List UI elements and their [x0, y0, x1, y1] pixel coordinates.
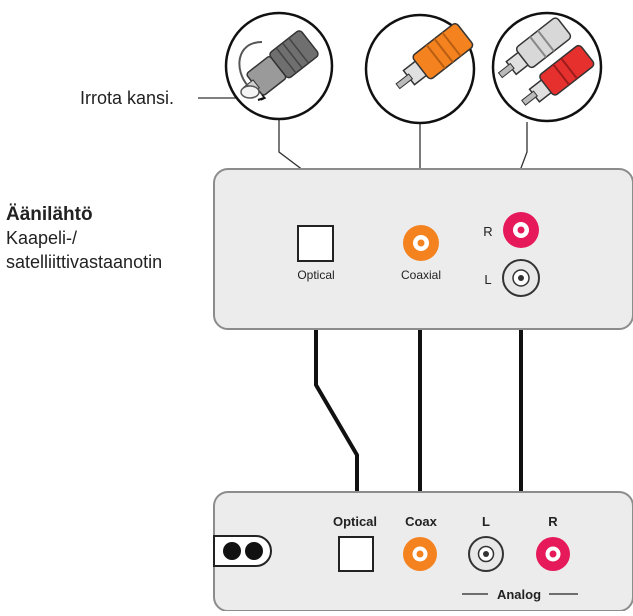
source-device-title: Äänilähtö — [6, 204, 93, 225]
target-optical-jack — [338, 536, 374, 572]
source-device-line2: satelliittivastaanotin — [6, 252, 163, 272]
analog-plug-magnifier — [491, 11, 603, 123]
target-coax-jack — [403, 537, 437, 571]
source-analog-right-jack — [503, 212, 539, 248]
optical-plug-magnifier — [224, 11, 334, 121]
source-optical-label: Optical — [297, 268, 334, 282]
target-analog-left-jack — [468, 536, 504, 572]
cap-instruction-text: Irrota kansi. — [80, 88, 175, 108]
optical-cable — [314, 287, 359, 513]
source-coaxial-jack — [403, 225, 439, 261]
source-device-line1: Kaapeli-/ — [6, 228, 78, 248]
target-optical-label: Optical — [333, 514, 377, 529]
target-coax-label: Coax — [405, 514, 438, 529]
target-right-label: R — [548, 514, 558, 529]
dual-jack-connector — [213, 535, 272, 567]
source-optical-jack — [297, 225, 334, 262]
source-right-label: R — [483, 224, 492, 239]
coax-plug-magnifier — [364, 13, 476, 125]
target-analog-right-jack — [536, 537, 570, 571]
analog-group-label: Analog — [497, 587, 541, 602]
source-coaxial-label: Coaxial — [401, 268, 441, 282]
target-left-label: L — [482, 514, 490, 529]
source-analog-left-jack — [502, 259, 540, 297]
source-left-label: L — [484, 272, 491, 287]
